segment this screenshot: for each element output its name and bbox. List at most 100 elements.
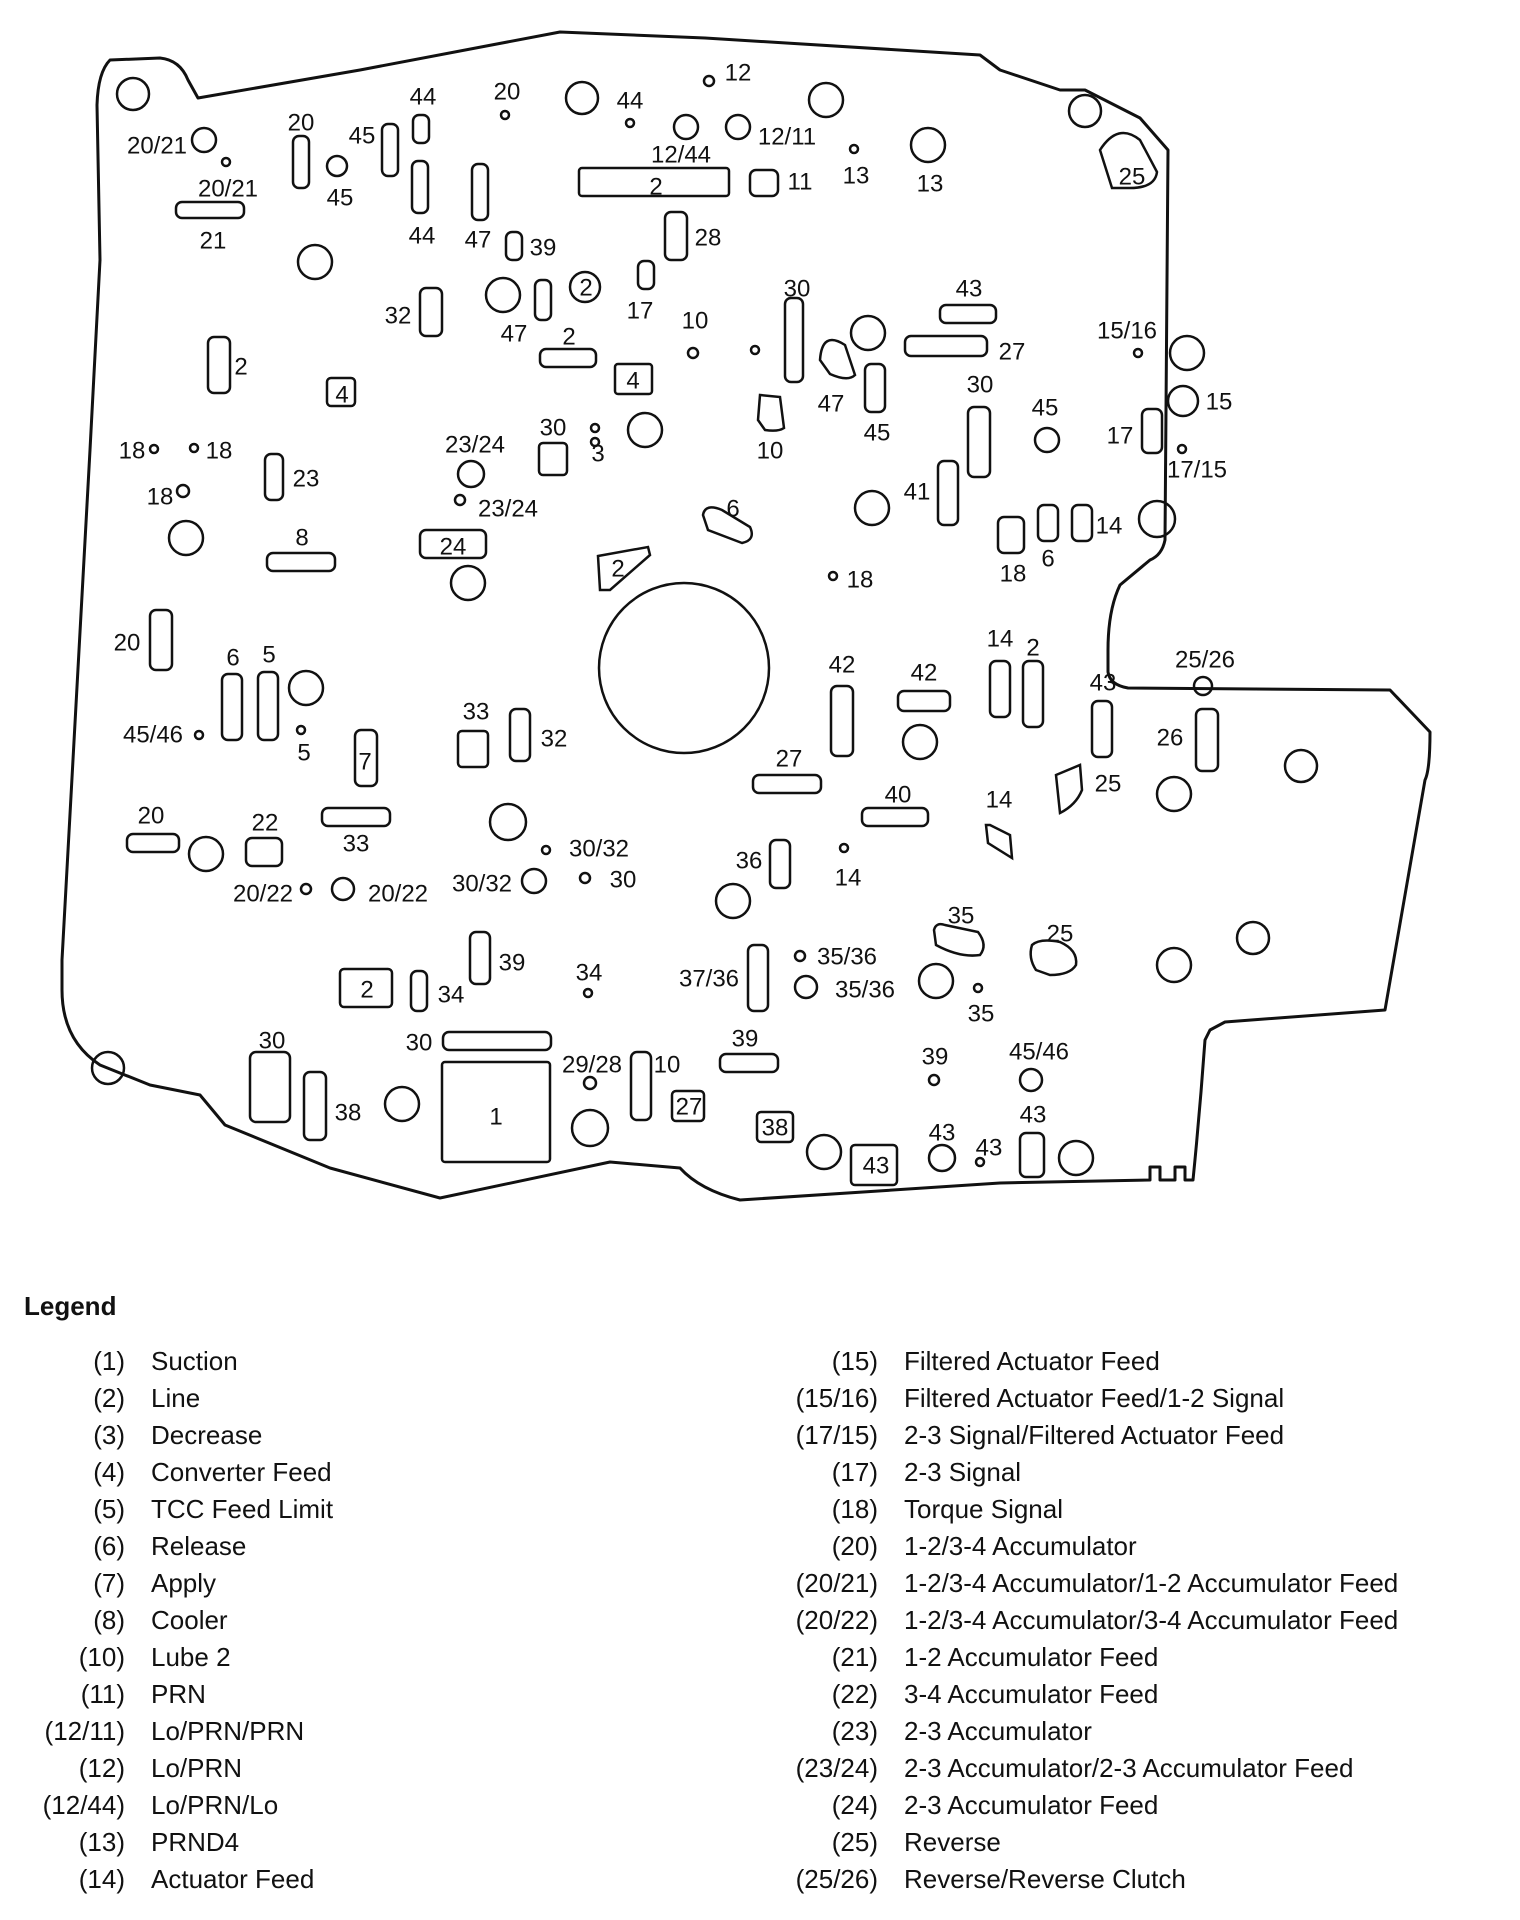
port-label: 25 <box>1119 164 1146 191</box>
port-label: 2 <box>649 174 662 201</box>
port-label: 43 <box>929 1120 956 1147</box>
port-label: 3 <box>591 441 604 468</box>
legend-item: (6)Release <box>20 1528 333 1565</box>
port-label: 37/36 <box>679 966 739 993</box>
port-label: 20/21 <box>198 176 258 203</box>
port-label: 30 <box>610 867 637 894</box>
legend-description: Line <box>151 1383 201 1413</box>
port-label: 35 <box>968 1001 995 1028</box>
port-label: 34 <box>438 982 465 1009</box>
port-label: 10 <box>757 438 784 465</box>
legend-description: PRN <box>151 1679 206 1709</box>
legend-title: Legend <box>24 1291 117 1321</box>
port-label: 12 <box>725 60 752 87</box>
port-label: 20/22 <box>233 881 293 908</box>
legend-code: (11) <box>80 1679 125 1709</box>
legend-description: 2-3 Accumulator <box>904 1716 1092 1746</box>
port-label: 47 <box>501 321 528 348</box>
legend-code: (12/44) <box>42 1790 125 1820</box>
legend-item: (13)PRND4 <box>20 1824 333 1861</box>
port-label: 39 <box>499 950 526 977</box>
legend-description: Lo/PRN/Lo <box>151 1790 279 1820</box>
port-label: 10 <box>682 308 709 335</box>
port-label: 5 <box>297 740 310 767</box>
port-label: 43 <box>976 1135 1003 1162</box>
legend-description: Apply <box>151 1568 217 1598</box>
legend-item: (23/24)2-3 Accumulator/2-3 Accumulator F… <box>775 1750 1398 1787</box>
pump-bore <box>597 581 771 755</box>
legend-description: Reverse/Reverse Clutch <box>904 1864 1186 1894</box>
legend-code: (14) <box>78 1864 125 1894</box>
legend-description: Lube 2 <box>151 1642 231 1672</box>
legend-description: Reverse <box>904 1827 1001 1857</box>
legend-description: 2-3 Signal <box>904 1457 1022 1487</box>
legend-item: (7)Apply <box>20 1565 333 1602</box>
legend-item: (20/22) 1-2/3-4 Accumulator/3-4 Accumulat… <box>775 1602 1399 1639</box>
legend-code: (8) <box>93 1605 125 1635</box>
port-label: 8 <box>295 525 308 552</box>
legend-description: Filtered Actuator Feed/1-2 Signal <box>904 1383 1285 1413</box>
port-label: 14 <box>987 626 1014 653</box>
port-label: 30 <box>967 372 994 399</box>
port-label: 26 <box>1157 725 1184 752</box>
port-label: 39 <box>530 235 557 262</box>
legend-description: 1-2/3-4 Accumulator/3-4 Accumulator Feed <box>904 1605 1399 1635</box>
legend-code: (25) <box>831 1827 878 1857</box>
port-label: 12/44 <box>651 142 711 169</box>
ports <box>125 74 1220 1187</box>
legend-description: TCC Feed Limit <box>151 1494 334 1524</box>
port-label: 33 <box>343 831 370 858</box>
port-label: 45 <box>327 185 354 212</box>
legend-code: (20/22) <box>795 1605 878 1635</box>
port-label: 11 <box>788 169 813 196</box>
port-label: 20/21 <box>127 133 187 160</box>
port-label: 20/22 <box>368 881 428 908</box>
diagram-shapes <box>90 74 1319 1187</box>
port-label: 23/24 <box>478 496 538 523</box>
port-label: 7 <box>358 749 371 776</box>
port-label: 32 <box>541 726 568 753</box>
port-label: 23 <box>293 466 320 493</box>
legend-code: (23/24) <box>795 1753 878 1783</box>
legend-description: Lo/PRN/PRN <box>151 1716 305 1746</box>
port-label: 43 <box>863 1153 890 1180</box>
legend-item: (12/44) Lo/PRN/Lo <box>20 1787 333 1824</box>
port-label: 25 <box>1095 771 1122 798</box>
legend-item: (12)Lo/PRN <box>20 1750 333 1787</box>
port-label: 30 <box>784 276 811 303</box>
port-label: 38 <box>762 1115 789 1142</box>
legend-item: (25) Reverse <box>775 1824 1398 1861</box>
legend-item: (15/16)Filtered Actuator Feed/1-2 Signal <box>775 1380 1398 1417</box>
port-label: 38 <box>335 1100 362 1127</box>
port-label: 45 <box>864 420 891 447</box>
port-label: 10 <box>654 1052 681 1079</box>
port-label: 18 <box>206 438 233 465</box>
port-label: 45 <box>1032 395 1059 422</box>
port-label: 17/15 <box>1167 457 1227 484</box>
legend-item: (10)Lube 2 <box>20 1639 333 1676</box>
port-label: 42 <box>911 660 938 687</box>
legend-description: Release <box>151 1531 247 1561</box>
port-label: 2 <box>360 977 373 1004</box>
port-label: 30/32 <box>452 871 512 898</box>
legend-description: 2-3 Accumulator Feed <box>904 1790 1159 1820</box>
port-label: 45/46 <box>1009 1039 1069 1066</box>
legend-item: (20)1-2/3-4 Accumulator <box>775 1528 1398 1565</box>
port-label: 40 <box>885 782 912 809</box>
legend-item: (25/26)Reverse/Reverse Clutch <box>775 1861 1398 1898</box>
mounting-bolt-hole <box>1235 920 1271 956</box>
legend-description: 1-2 Accumulator Feed <box>904 1642 1159 1672</box>
legend-item: (22)3-4 Accumulator Feed <box>775 1676 1398 1713</box>
port-label: 34 <box>576 960 603 987</box>
legend-description: Filtered Actuator Feed <box>904 1346 1160 1376</box>
port-label: 43 <box>1090 670 1117 697</box>
legend-item: (3)Decrease <box>20 1417 333 1454</box>
legend-description: Suction <box>151 1346 238 1376</box>
legend-item: (21)1-2 Accumulator Feed <box>775 1639 1398 1676</box>
legend-description: 3-4 Accumulator Feed <box>904 1679 1159 1709</box>
port-label: 41 <box>904 479 931 506</box>
port-label: 18 <box>847 567 874 594</box>
port-label: 44 <box>409 223 436 250</box>
port-label: 45/46 <box>123 722 183 749</box>
